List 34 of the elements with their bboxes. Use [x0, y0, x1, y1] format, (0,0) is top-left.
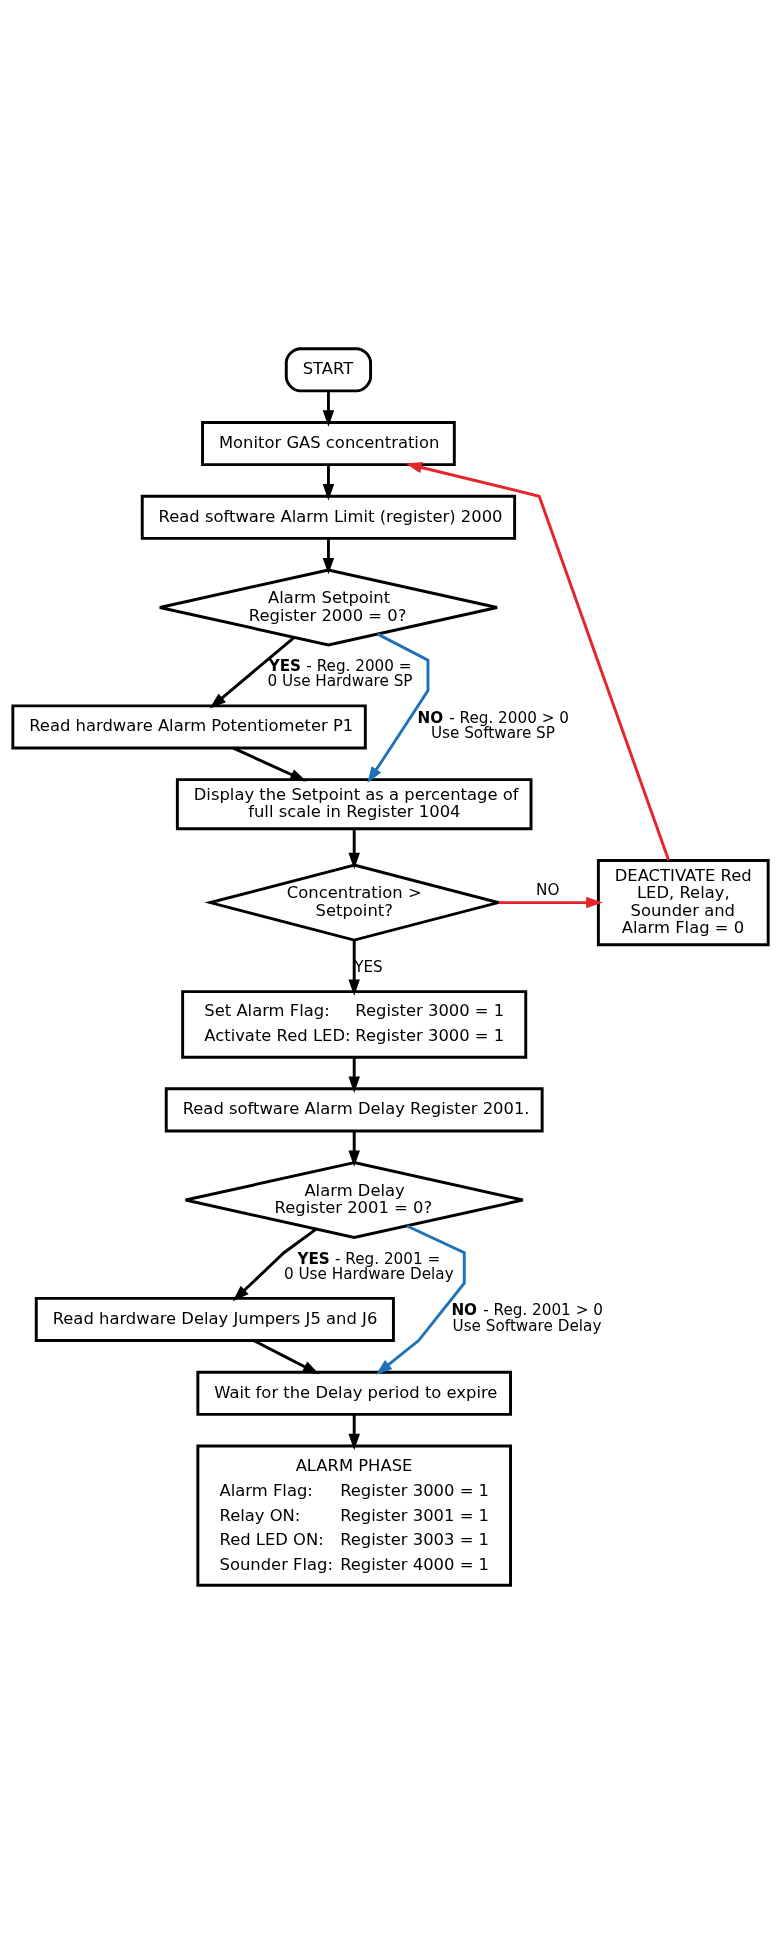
- edge-label: NO: [536, 880, 560, 899]
- arrow: [348, 939, 360, 996]
- arrow: [322, 390, 335, 427]
- arrow: [348, 1056, 360, 1093]
- arrow: [348, 828, 360, 869]
- arrow: [375, 1224, 466, 1375]
- arrow: [253, 1338, 320, 1374]
- edge-label: NO - Reg. 2001 > 0 Use Software Delay: [451, 1300, 603, 1334]
- arrow: [348, 1414, 360, 1450]
- node-box: DEACTIVATE Red LED, Relay, Sounder and Alarm Flag = 0: [596, 858, 770, 946]
- arrow: [232, 1227, 318, 1301]
- node-box: Monitor GAS concentration: [201, 420, 456, 466]
- node-box: Set Alarm Flag: Register 3000 = 1 Activate Red LED: Register 3000 = 1: [181, 989, 528, 1059]
- edge-label: YES - Reg. 2000 = 0 Use Hardware SP: [267, 656, 413, 690]
- arrow: [209, 636, 295, 708]
- node-box: Read software Alarm Delay Register 2001.: [164, 1086, 544, 1132]
- arrow: [405, 461, 671, 861]
- arrow: [322, 464, 335, 500]
- node-box: Wait for the Delay period to expire: [196, 1370, 512, 1416]
- node-box: Display the Setpoint as a percentage of full scale in Register 1004: [175, 777, 533, 830]
- arrow: [498, 896, 603, 908]
- node-box: Read software Alarm Limit (register) 2000: [140, 494, 517, 540]
- arrow: [348, 1130, 360, 1167]
- edge-label: YES - Reg. 2001 = 0 Use Hardware Delay: [283, 1249, 454, 1283]
- edge-label: NO - Reg. 2000 > 0 Use Software SP: [417, 708, 569, 742]
- node-box: START: [284, 346, 373, 392]
- node-box: Read hardware Delay Jumpers J5 and J6: [34, 1296, 395, 1342]
- arrow: [232, 746, 307, 781]
- node-diamond: Alarm Delay Register 2001 = 0?: [184, 1160, 525, 1239]
- arrow: [367, 632, 430, 783]
- arrow: [322, 537, 335, 574]
- node-box: ALARM PHASE Alarm Flag: Register 3000 = 1 Relay ON: Register 3001 = 1 Red LED ON: Register 3003 = 1 Sounder Flag: Register 4000 = 1: [196, 1444, 512, 1587]
- node-diamond: Alarm Setpoint Register 2000 = 0?: [158, 568, 499, 646]
- node-box: Read hardware Alarm Potentiometer P1: [11, 703, 367, 749]
